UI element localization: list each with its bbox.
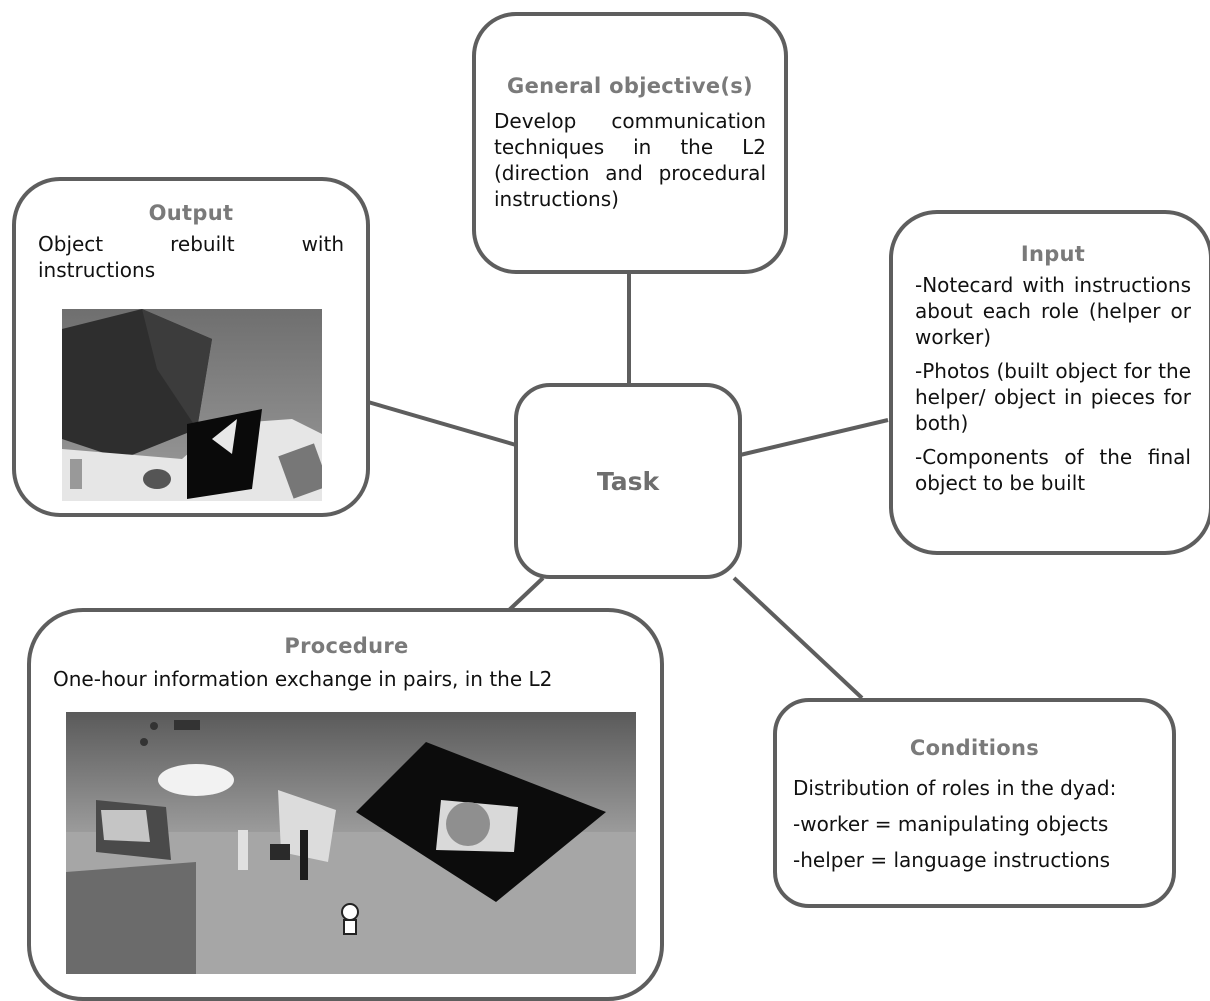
conditions-list: Distribution of roles in the dyad: -work… bbox=[793, 770, 1156, 878]
conditions-line: Distribution of roles in the dyad: bbox=[793, 776, 1117, 800]
input-title: Input bbox=[1020, 242, 1086, 266]
task-box: Task bbox=[514, 383, 742, 579]
output-title: Output bbox=[148, 201, 234, 225]
output-screenshot-image bbox=[62, 309, 322, 501]
input-item: -Components of the final object to be bu… bbox=[915, 445, 1191, 495]
input-item: -Notecard with instructions about each r… bbox=[915, 273, 1191, 349]
input-box: Input -Notecard with instructions about … bbox=[889, 210, 1210, 555]
conditions-line: -helper = language instructions bbox=[793, 848, 1111, 872]
input-list: -Notecard with instructions about each r… bbox=[915, 272, 1191, 496]
general-objective-title: General objective(s) bbox=[507, 74, 753, 98]
output-text: Object rebuilt with instructions bbox=[38, 232, 344, 282]
procedure-screenshot-image bbox=[66, 712, 636, 974]
output-box: Output Object rebuilt with instructions bbox=[12, 177, 370, 517]
general-objective-box: General objective(s) Develop communicati… bbox=[472, 12, 788, 274]
procedure-box: Procedure One-hour information exchange … bbox=[27, 608, 664, 1001]
conditions-box: Conditions Distribution of roles in the … bbox=[773, 698, 1176, 908]
procedure-text: One-hour information exchange in pairs, … bbox=[53, 667, 553, 691]
task-label: Task bbox=[596, 466, 660, 496]
input-item: -Photos (built object for the helper/ ob… bbox=[915, 359, 1191, 435]
connector-conditions bbox=[732, 576, 864, 700]
connector-procedure bbox=[505, 576, 545, 614]
conditions-line: -worker = manipulating objects bbox=[793, 812, 1109, 836]
connector-output bbox=[367, 400, 517, 447]
conditions-title: Conditions bbox=[909, 736, 1040, 760]
general-objective-text: Develop communication techniques in the … bbox=[494, 109, 766, 211]
procedure-title: Procedure bbox=[284, 634, 409, 658]
connector-input bbox=[739, 418, 889, 457]
